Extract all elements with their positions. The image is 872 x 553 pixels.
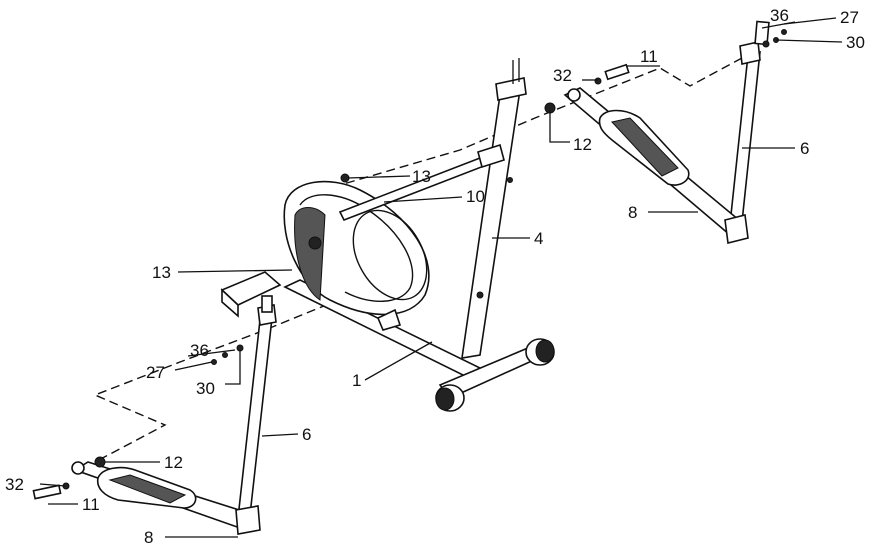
flywheel-housing xyxy=(283,180,430,331)
label-13-left: 13 xyxy=(152,263,171,282)
label-10: 10 xyxy=(466,187,485,206)
label-12-left: 12 xyxy=(164,453,183,472)
label-30-top: 30 xyxy=(846,33,865,52)
label-30-left: 30 xyxy=(196,379,215,398)
label-27-top: 27 xyxy=(840,8,859,27)
label-1: 1 xyxy=(352,371,361,390)
left-pedal-assembly xyxy=(32,295,277,535)
label-32-top: 32 xyxy=(553,66,572,85)
label-36-left: 36 xyxy=(190,341,209,360)
label-12-top: 12 xyxy=(573,135,592,154)
label-27-left: 27 xyxy=(146,363,165,382)
assembly-guide-lines xyxy=(93,57,743,463)
label-32-left: 32 xyxy=(5,475,24,494)
label-6-left: 6 xyxy=(302,425,311,444)
label-13-upper: 13 xyxy=(412,167,431,186)
leader-lines xyxy=(39,17,843,538)
label-8-left: 8 xyxy=(144,528,153,547)
label-4: 4 xyxy=(534,229,543,248)
label-6-right: 6 xyxy=(800,139,809,158)
right-pedal-assembly xyxy=(544,20,787,244)
upright-post xyxy=(461,58,527,359)
label-11-top: 11 xyxy=(640,47,658,66)
part-labels: 36 27 30 32 11 12 6 8 13 10 4 13 1 36 27… xyxy=(5,6,865,547)
label-8-right: 8 xyxy=(628,203,637,222)
label-11-left: 11 xyxy=(82,495,100,514)
crank-axle xyxy=(338,143,505,222)
label-36-top: 36 xyxy=(770,6,789,25)
